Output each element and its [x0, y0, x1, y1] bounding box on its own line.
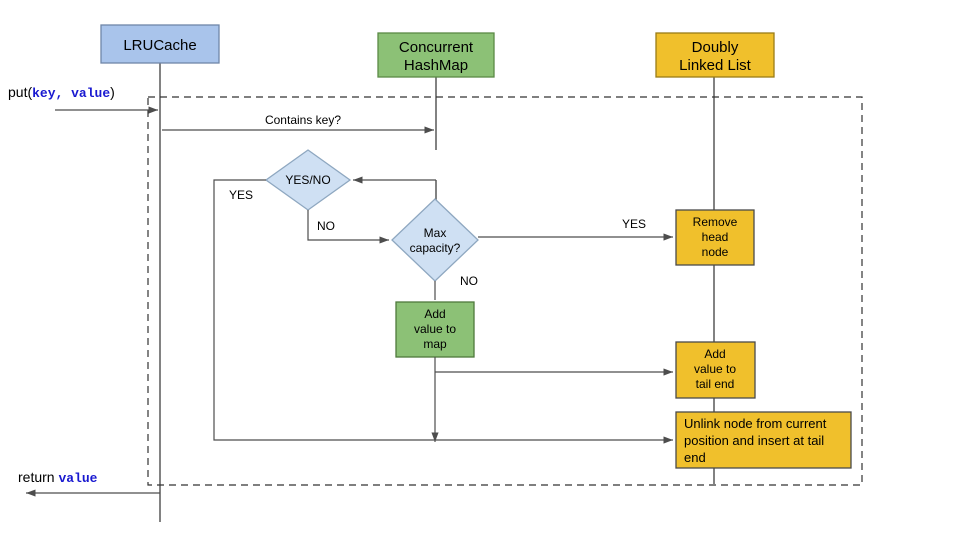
participant-chm-label-line1: Concurrent	[399, 39, 474, 56]
contains-key-label: Contains key?	[265, 113, 341, 127]
edge-label-no-from-yesno: NO	[317, 219, 335, 233]
decision-max-capacity-label-line1: Max	[424, 226, 447, 240]
edge-label-yes-from-yesno: YES	[229, 188, 253, 202]
action-add-value-to-map[interactable]: Add value to map	[395, 301, 475, 358]
return-value: value	[58, 471, 97, 486]
edge-label-no-from-capacity: NO	[460, 274, 478, 288]
remove-head-node-line3: node	[702, 245, 729, 259]
return-prefix: return	[18, 469, 58, 485]
put-call-args: key, value	[32, 86, 110, 101]
yes-branch-path	[213, 179, 673, 444]
decision-max-capacity-label-line2: capacity?	[410, 241, 461, 255]
participant-dll-label-line1: Doubly	[692, 39, 739, 56]
decision-yes-no[interactable]: YES/NO	[264, 149, 352, 211]
return-label: return value	[18, 469, 98, 486]
participant-lrucache-label: LRUCache	[123, 37, 196, 54]
decision-yes-no-label: YES/NO	[285, 173, 330, 187]
action-add-value-to-tail-end[interactable]: Add value to tail end	[675, 341, 756, 399]
activation-frame	[147, 96, 863, 486]
participant-chm-label-line2: HashMap	[404, 57, 468, 74]
action-remove-head-node[interactable]: Remove head node	[675, 209, 755, 266]
decision-max-capacity[interactable]: Max capacity?	[391, 198, 479, 282]
remove-head-node-line1: Remove	[693, 215, 738, 229]
add-value-to-map-line1: Add	[424, 307, 445, 321]
add-value-to-map-line3: map	[423, 337, 447, 351]
add-value-to-tail-line3: tail end	[696, 377, 735, 391]
unlink-node-line1: Unlink node from current	[684, 416, 827, 431]
action-unlink-node[interactable]: Unlink node from current position and in…	[675, 411, 852, 469]
add-value-to-map-line2: value to	[414, 322, 456, 336]
put-call-label: put(key, value)	[8, 84, 115, 101]
remove-head-node-line2: head	[702, 230, 729, 244]
no-branch-path	[307, 210, 389, 244]
participant-concurrent-hashmap[interactable]: Concurrent HashMap	[377, 32, 495, 78]
edge-label-yes-from-capacity: YES	[622, 217, 646, 231]
unlink-node-line2: position and insert at tail	[684, 433, 824, 448]
participant-lrucache[interactable]: LRUCache	[100, 24, 220, 64]
participant-dll-label-line2: Linked List	[679, 57, 752, 74]
put-call-prefix: put(	[8, 84, 32, 100]
add-value-to-tail-line2: value to	[694, 362, 736, 376]
unlink-node-line3: end	[684, 450, 706, 465]
participant-doubly-linked-list[interactable]: Doubly Linked List	[655, 32, 775, 78]
put-call-suffix: )	[110, 84, 115, 100]
add-value-to-tail-line1: Add	[704, 347, 725, 361]
